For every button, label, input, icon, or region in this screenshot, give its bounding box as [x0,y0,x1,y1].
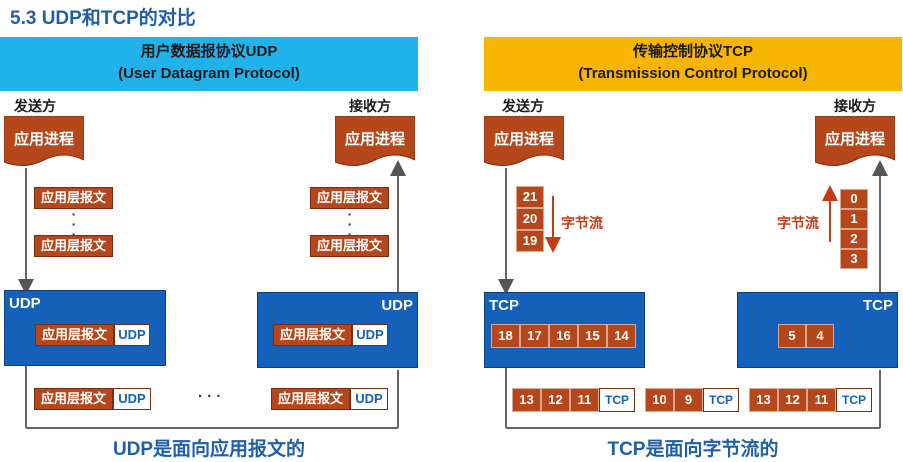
tcp-recv-stream: 0 1 2 3 [840,189,868,269]
segment-header: TCP [836,388,872,412]
segment-byte: 10 [645,388,674,412]
app-process-label: 应用进程 [13,131,74,148]
buffer-byte: 16 [549,324,578,348]
tcp-sender-app-process: 应用进程 [483,115,565,166]
page-title: 5.3 UDP和TCP的对比 [10,8,196,29]
document-shape-icon [3,115,85,166]
udp-datagram-header: UDP [352,324,388,346]
tcp-recv-buffer: 5 4 [778,324,834,348]
tcp-receiver-box: TCP 5 4 [737,292,898,368]
udp-in-transit-header: UDP [113,388,151,410]
segment-byte: 11 [807,388,836,412]
stream-byte: 20 [516,208,544,230]
segment-byte: 13 [512,388,541,412]
tcp-receiver-label: 接收方 [834,98,876,114]
tcp-header-subtitle: (Transmission Control Protocol) [578,65,808,82]
segment-byte: 12 [778,388,807,412]
buffer-byte: 5 [778,324,806,348]
tcp-sender-label: 发送方 [502,98,544,114]
buffer-byte: 15 [578,324,607,348]
udp-sender-app-process: 应用进程 [3,115,85,166]
udp-datagram-message: 应用层报文 [273,324,352,346]
udp-in-transit-message: 应用层报文 [271,388,350,410]
document-shape-icon [814,115,896,166]
segment-byte: 12 [541,388,570,412]
app-process-label: 应用进程 [344,131,405,148]
buffer-byte: 18 [491,324,520,348]
tcp-header: 传输控制协议TCP (Transmission Control Protocol… [484,37,902,91]
horizontal-ellipsis: · · · [198,388,222,405]
app-process-label: 应用进程 [824,131,885,148]
udp-receiver-message: 应用层报文 [310,235,389,257]
tcp-send-stream: 21 20 19 [516,186,544,252]
tcp-send-buffer: 18 17 16 15 14 [491,324,636,348]
tcp-recv-stream-label: 字节流 [777,215,819,231]
udp-caption: UDP是面向应用报文的 [112,439,306,460]
stream-byte: 19 [516,230,544,252]
udp-in-transit-message: 应用层报文 [34,388,113,410]
tcp-sender-box: TCP 18 17 16 15 14 [484,292,645,368]
udp-datagram-header: UDP [114,324,150,346]
app-process-label: 应用进程 [493,131,554,148]
tcp-box-label: TCP [863,297,893,314]
udp-in-transit-header: UDP [350,388,388,410]
udp-receiver-box: UDP 应用层报文 UDP [257,292,418,368]
udp-box-label: UDP [381,297,413,314]
segment-header: TCP [703,388,739,412]
tcp-header-title: 传输控制协议TCP [632,43,753,60]
udp-receiver-message: 应用层报文 [310,187,389,209]
udp-sender-message: 应用层报文 [34,187,113,209]
tcp-box-label: TCP [489,297,519,314]
udp-receiver-app-process: 应用进程 [334,115,416,166]
udp-datagram-message: 应用层报文 [35,324,114,346]
stream-byte: 21 [516,186,544,208]
tcp-segment: 10 9 TCP [645,388,739,412]
buffer-byte: 4 [806,324,834,348]
stream-byte: 3 [840,249,868,269]
stream-byte: 0 [840,189,868,209]
tcp-send-stream-label: 字节流 [561,215,603,231]
buffer-byte: 17 [520,324,549,348]
udp-sender-label: 发送方 [14,98,56,114]
udp-header-title: 用户数据报协议UDP [140,43,278,60]
document-shape-icon [483,115,565,166]
udp-sender-box: UDP 应用层报文 UDP [4,290,166,366]
buffer-byte: 14 [607,324,636,348]
stream-byte: 2 [840,229,868,249]
stream-byte: 1 [840,209,868,229]
segment-header: TCP [599,388,635,412]
tcp-segment: 13 12 11 TCP [749,388,872,412]
udp-header: 用户数据报协议UDP (User Datagram Protocol) [0,37,418,91]
udp-receiver-label: 接收方 [349,98,391,114]
vertical-ellipsis: ··· [71,206,77,242]
tcp-caption: TCP是面向字节流的 [607,439,779,460]
udp-box-label: UDP [9,295,41,312]
segment-byte: 13 [749,388,778,412]
tcp-receiver-app-process: 应用进程 [814,115,896,166]
udp-header-subtitle: (User Datagram Protocol) [118,65,300,82]
udp-sender-message: 应用层报文 [34,235,113,257]
tcp-segment: 13 12 11 TCP [512,388,635,412]
vertical-ellipsis: ··· [347,206,353,242]
segment-byte: 9 [674,388,703,412]
segment-byte: 11 [570,388,599,412]
document-shape-icon [334,115,416,166]
